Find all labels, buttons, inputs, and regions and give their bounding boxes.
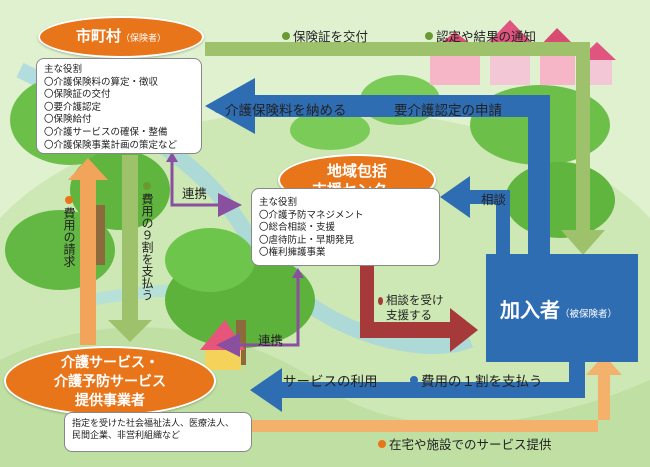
billing-label: 費用の請求 <box>62 196 76 267</box>
support-center-roles-box: 主な役割 〇介護予防マネジメント 〇総合相談・支援 〇虐待防止・早期発見 〇権利… <box>251 188 440 266</box>
premium-arrow <box>205 78 550 265</box>
cooperation-bottom-label: 連携 <box>258 333 284 348</box>
service-use-arrow <box>250 362 585 412</box>
apply-certification-label: 要介護認定の申請 <box>383 99 502 119</box>
municipality-role: 〇介護保険事業計画の策定など <box>44 139 178 151</box>
provider-title-line2: 介護予防サービス <box>54 374 166 390</box>
municipality-roles-box: 主な役割 〇介護保険料の算定・徴収 〇保険証の交付 〇要介護認定 〇保険給付 〇… <box>36 58 202 154</box>
service-provision-arrow <box>250 355 622 432</box>
pay-90-arrow <box>108 155 152 342</box>
municipality-role: 〇保険給付 <box>44 114 92 126</box>
provider-desc-box: 指定を受けた社会福祉法人、医療法人、 民間企業、非営利組織など <box>64 412 252 452</box>
municipality-role: 〇介護サービスの確保・整備 <box>44 126 168 138</box>
orange-dot-icon <box>65 196 73 204</box>
blue-dot-icon <box>470 194 478 203</box>
pay-premium-label: 介護保険料を納める <box>214 99 347 119</box>
green-dot-icon <box>425 31 433 40</box>
pay-90-label: 費用の９割を支払う <box>140 182 154 301</box>
municipality-role: 〇要介護認定 <box>44 101 102 113</box>
certification-result-label: 認定や結果の通知 <box>425 26 536 45</box>
insurance-card-label: 保険証を交付 <box>282 26 368 45</box>
support-center-role-heading: 主な役割 <box>259 197 298 208</box>
support-center-role: 〇権利擁護事業 <box>259 247 326 259</box>
cooperation-top-label: 連携 <box>182 186 208 201</box>
support-center-title-line1: 地域包括 <box>326 162 387 180</box>
provider-desc-line: 民間企業、非営利組織など <box>72 431 181 441</box>
support-center-role: 〇虐待防止・早期発見 <box>259 234 355 246</box>
pay-10-label: 費用の１割を支払う <box>410 370 543 390</box>
provider-title-line1: 介護サービス・ <box>61 355 159 371</box>
insured-subtitle: （被保険者） <box>560 309 618 320</box>
green-dot-icon <box>143 182 151 190</box>
blue-dot-icon <box>410 376 418 384</box>
red-dot-icon <box>378 297 383 305</box>
insured-node: 加入者（被保険者） <box>486 254 638 362</box>
service-provision-label: 在宅や施設でのサービス提供 <box>378 434 552 453</box>
blue-dot-icon <box>272 376 280 384</box>
blue-dot-icon <box>214 105 222 113</box>
cooperation-connector-top <box>170 150 242 217</box>
municipality-node: 市町村（保険者） <box>38 16 204 58</box>
use-service-label: サービスの利用 <box>272 370 378 390</box>
provider-desc-line: 指定を受けた社会福祉法人、医療法人、 <box>72 419 235 429</box>
consultation-arrow <box>440 176 510 265</box>
municipality-title: 市町村 <box>75 27 121 45</box>
support-arrow <box>360 265 478 352</box>
support-center-role: 〇介護予防マネジメント <box>259 209 364 221</box>
provider-node: 介護サービス・ 介護予防サービス 提供事業者 <box>4 346 216 416</box>
municipality-role: 〇保険証の交付 <box>44 89 111 101</box>
blue-dot-icon <box>383 105 391 113</box>
provider-title-line3: 提供事業者 <box>75 393 145 409</box>
cooperation-connector-bottom <box>216 270 300 357</box>
receive-consult-label: 相談を受け支援する <box>378 293 450 323</box>
support-center-role: 〇総合相談・支援 <box>259 222 336 234</box>
orange-dot-icon <box>378 439 386 448</box>
insured-title: 加入者 <box>500 298 560 322</box>
municipality-subtitle: （保険者） <box>121 34 167 44</box>
insurance-card-arrow <box>205 42 605 255</box>
consultation-label: 相談 <box>470 189 506 208</box>
municipality-role: 〇介護保険料の算定・徴収 <box>44 76 159 88</box>
municipality-role-heading: 主な役割 <box>44 64 83 75</box>
green-dot-icon <box>282 31 290 40</box>
billing-arrow <box>68 158 108 345</box>
